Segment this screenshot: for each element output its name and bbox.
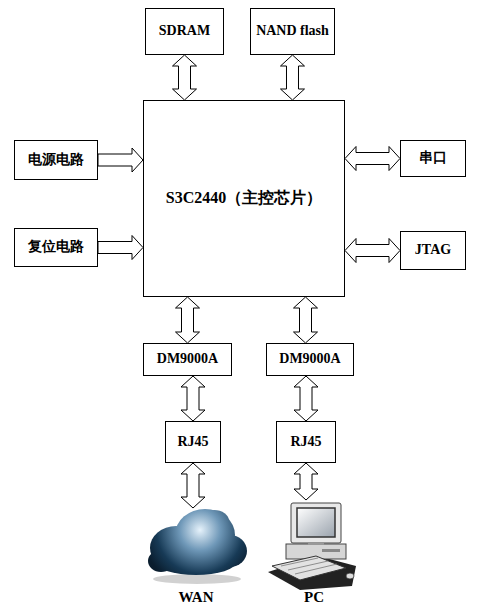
- computer-node: PC: [266, 500, 362, 606]
- block-arrow: [98, 236, 143, 260]
- memory-box: SDRAM: [145, 8, 224, 55]
- connector-box: RJ45: [276, 421, 336, 463]
- node-label: DM9000A: [279, 351, 340, 367]
- keyboard: [272, 556, 346, 580]
- block-arrow: [294, 297, 318, 343]
- block-arrow: [345, 147, 400, 171]
- node-label: 电源电路: [28, 152, 84, 168]
- node-label: DM9000A: [157, 351, 218, 367]
- node-label: SDRAM: [159, 23, 210, 39]
- block-arrow: [345, 239, 400, 263]
- pc-shadow: [268, 556, 356, 590]
- network-cloud: WAN: [148, 508, 244, 606]
- cloud-puff: [199, 510, 229, 532]
- ethernet-chip-box: DM9000A: [143, 343, 232, 376]
- cloud-shadow: [153, 574, 241, 584]
- block-arrow: [98, 148, 143, 172]
- monitor-body: [291, 503, 341, 543]
- node-label: RJ45: [177, 434, 208, 450]
- keyboard-keys: [295, 564, 337, 574]
- node-label: JTAG: [415, 242, 451, 258]
- circuit-box: 电源电路: [14, 140, 98, 180]
- pc-computer: [268, 503, 356, 590]
- block-arrow: [294, 376, 318, 421]
- mouse: [346, 573, 354, 579]
- memory-box: NAND flash: [250, 8, 335, 55]
- circuit-box: 复位电路: [14, 228, 98, 267]
- node-label: PC: [304, 589, 324, 606]
- ethernet-chip-box: DM9000A: [266, 343, 354, 376]
- chip-box: S3C2440（主控芯片）: [143, 100, 345, 297]
- cloud-puff: [156, 549, 236, 575]
- monitor-stand: [308, 543, 324, 545]
- monitor-screen: [297, 508, 335, 537]
- node-label: 复位电路: [28, 239, 84, 255]
- node-label: NAND flash: [256, 23, 329, 39]
- block-arrow: [294, 463, 318, 500]
- node-label: S3C2440（主控芯片）: [166, 189, 322, 207]
- node-label: 串口: [419, 150, 447, 166]
- block-arrow: [280, 55, 304, 100]
- wan-cloud: [148, 509, 247, 584]
- block-arrow: [176, 297, 200, 343]
- connector-box: RJ45: [165, 421, 221, 463]
- interface-box: JTAG: [400, 231, 466, 270]
- node-label: WAN: [178, 589, 213, 606]
- node-label: RJ45: [290, 434, 321, 450]
- keyboard-keys: [288, 561, 328, 570]
- pc-drive: [322, 549, 340, 552]
- block-arrow: [173, 55, 197, 100]
- block-arrow: [181, 463, 205, 508]
- interface-box: 串口: [400, 140, 466, 177]
- block-arrow: [181, 376, 205, 421]
